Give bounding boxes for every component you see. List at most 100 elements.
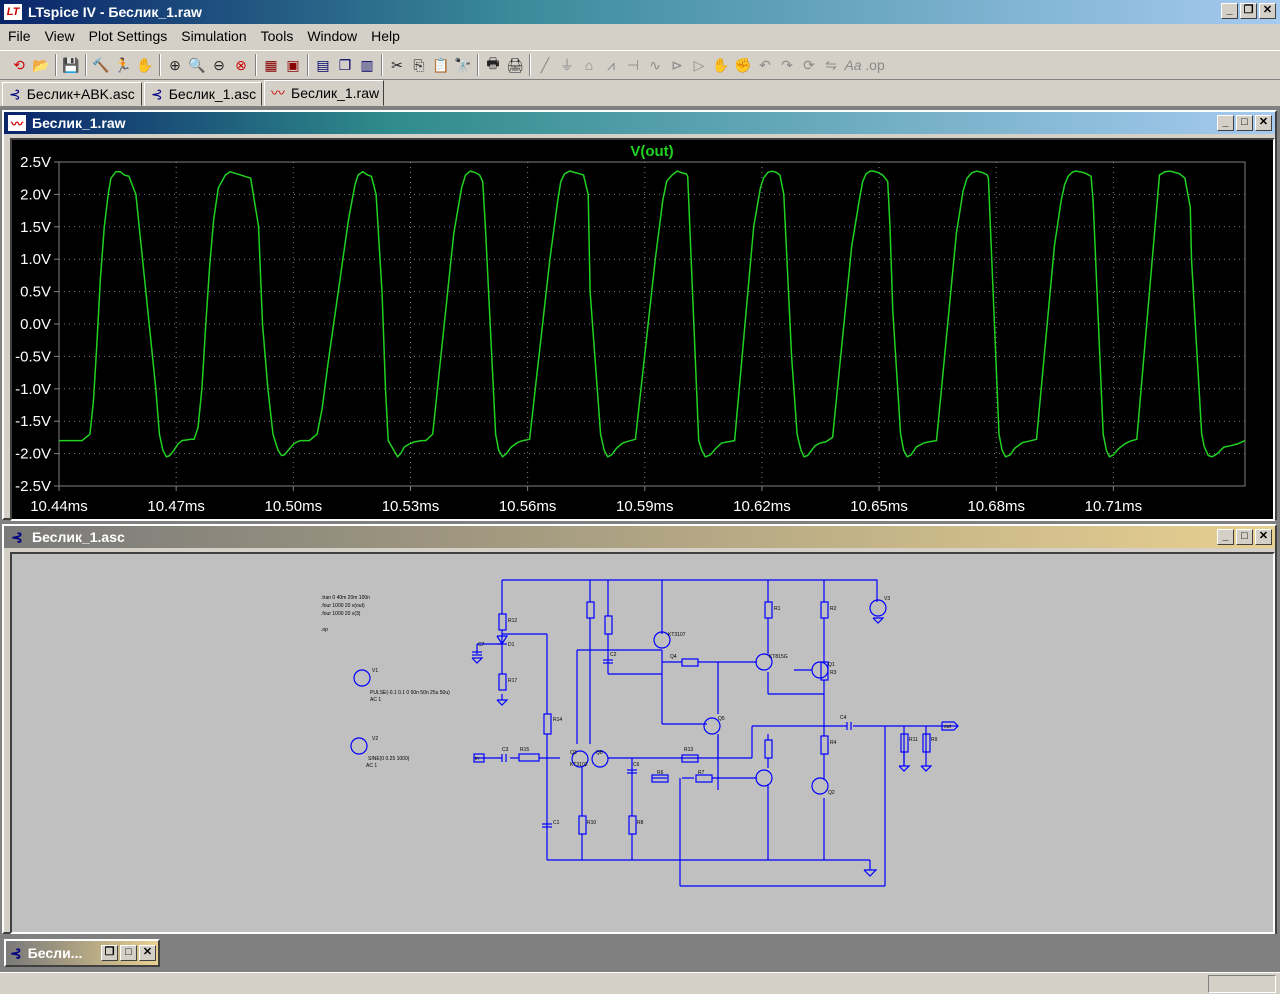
ltspice-app-icon[interactable]: LT [4,4,22,20]
waveform-plot-pane[interactable]: 2.5V 2.0V 1.5V 1.0V 0.5V 0.0V -0.5V -1.0V -1.5V -… [10,138,1275,521]
menu-tools[interactable]: Tools [260,28,294,44]
print-setup-icon[interactable]: 🖶 [486,55,500,71]
y-tick-label[interactable]: -1.5V [15,413,51,430]
x-tick-label[interactable]: 10.68ms [967,498,1025,515]
x-tick-label[interactable]: 10.65ms [850,498,908,515]
wire-icon[interactable]: ╱ [540,56,550,73]
schematic-canvas[interactable]: .tran 0 40m 20m 100n .four 1000 20 v(out… [10,552,1275,934]
cascade-icon[interactable]: ❐ [338,56,352,73]
sim-directive-op[interactable]: .op [321,627,328,633]
mirror-icon[interactable]: ⇋ [825,56,837,73]
restore-app-button[interactable]: ❐ [1240,3,1257,19]
minimized-close-button[interactable]: ✕ [139,945,156,961]
pan-icon[interactable]: ✋ [136,56,154,73]
x-tick-label[interactable]: 10.62ms [733,498,791,515]
resistor-icon[interactable]: ⩘ [607,56,615,73]
menu-view[interactable]: View [44,28,75,44]
component-icon[interactable]: ▷ [693,56,705,73]
x-tick-label[interactable]: 10.44ms [30,498,88,515]
tab-waveform-raw[interactable]: 〰 Беслик_1.raw [264,80,384,106]
y-tick-label[interactable]: -1.0V [15,381,51,398]
menu-simulation[interactable]: Simulation [181,28,247,44]
tab-schematic-1[interactable]: ⊰ Беслик_1.asc [144,82,262,106]
save-icon[interactable]: 💾 [62,56,80,73]
minimize-app-button[interactable]: _ [1221,3,1238,19]
waveform-maximize-button[interactable]: □ [1236,115,1253,131]
waveform-plot[interactable]: 2.5V 2.0V 1.5V 1.0V 0.5V 0.0V -0.5V -1.0V -1.5V -… [12,140,1273,519]
run-simulation-icon[interactable]: 🏃 [114,56,132,73]
trace-label[interactable]: V(out) [630,143,673,160]
ground-icon[interactable]: ⏚ [560,57,574,73]
rotate-icon[interactable]: ⟳ [803,56,815,73]
label-net-icon[interactable]: ⌂ [584,57,594,73]
y-tick-label[interactable]: 1.5V [20,219,51,236]
cut-icon[interactable]: ✂ [391,56,403,73]
open-file-icon[interactable]: 📂 [32,56,50,73]
fit-icon[interactable]: ▣ [286,56,300,73]
schematic-window-title-bar[interactable]: ⊰ Беслик_1.asc _ □ ✕ [4,526,1275,548]
x-tick-label[interactable]: 10.53ms [382,498,440,515]
schematic-maximize-button[interactable]: □ [1236,529,1253,545]
move-icon[interactable]: ✋ [712,56,730,73]
control-panel-icon[interactable]: 🔨 [92,56,110,73]
tile-vertical-icon[interactable]: ▥ [360,56,374,73]
menu-plot-settings[interactable]: Plot Settings [88,28,168,44]
minimized-restore-button[interactable]: ❐ [101,945,118,961]
capacitor-icon[interactable]: ⊣ [626,56,640,73]
zoom-out-icon[interactable]: ⊖ [213,56,225,73]
sim-directive-four-out[interactable]: .four 1000 20 v(out) [321,603,365,609]
schematic-drawing[interactable]: .tran 0 40m 20m 100n .four 1000 20 v(out… [12,554,1273,932]
print-icon[interactable]: 🖨 [506,56,524,73]
sim-directive-tran[interactable]: .tran 0 40m 20m 100n [321,595,370,601]
autorange-icon[interactable]: ▦ [264,56,278,73]
x-tick-label[interactable]: 10.50ms [265,498,323,515]
trace-v-out[interactable] [59,170,1246,459]
zoom-in-icon[interactable]: ⊕ [169,56,181,73]
y-tick-label[interactable]: -2.5V [15,478,51,495]
zoom-cancel-icon[interactable]: ⊗ [235,56,247,73]
minimized-maximize-button[interactable]: □ [120,945,137,961]
label-in[interactable]: in [475,756,479,762]
menu-help[interactable]: Help [371,28,400,44]
drag-icon[interactable]: ✊ [734,56,752,73]
y-tick-label[interactable]: 0.0V [20,316,51,333]
x-tick-label[interactable]: 10.59ms [616,498,674,515]
y-tick-label[interactable]: -0.5V [15,348,51,365]
waveform-minimize-button[interactable]: _ [1217,115,1234,131]
zoom-area-icon[interactable]: 🔍 [188,56,206,73]
x-tick-label[interactable]: 10.71ms [1085,498,1143,515]
y-tick-label[interactable]: 2.5V [20,154,51,171]
paste-icon[interactable]: 📋 [432,56,450,73]
find-icon[interactable]: 🔭 [454,56,472,73]
label-v1-ac: AC 1 [370,697,381,703]
x-tick-label[interactable]: 10.47ms [147,498,205,515]
y-tick-label[interactable]: 0.5V [20,284,51,301]
spice-directive-icon[interactable]: .op [865,57,885,73]
minimized-window[interactable]: ⊰ Бесли... ❐ □ ✕ [4,939,160,967]
schematic-close-button[interactable]: ✕ [1255,529,1272,545]
y-tick-label[interactable]: 2.0V [20,186,51,203]
x-tick-label[interactable]: 10.56ms [499,498,557,515]
tab-schematic-abk[interactable]: ⊰ Беслик+ABK.asc [2,82,142,106]
schematic-minimize-button[interactable]: _ [1217,529,1234,545]
schematic-window-title: Беслик_1.asc [32,529,125,545]
close-app-button[interactable]: ✕ [1259,3,1276,19]
label-out[interactable]: out [944,724,952,730]
waveform-window-title-bar[interactable]: 〰 Беслик_1.raw _ □ ✕ [4,112,1275,134]
tile-horizontal-icon[interactable]: ▤ [316,56,330,73]
menu-window[interactable]: Window [307,28,358,44]
y-tick-label[interactable]: 1.0V [20,251,51,268]
label-r12: R12 [508,618,517,624]
waveform-close-button[interactable]: ✕ [1255,115,1272,131]
sim-directive-four-3[interactable]: .four 1000 20 v(3) [321,611,361,617]
tab-label: Беслик+ABK.asc [26,86,135,102]
text-icon[interactable]: Aa [844,57,862,73]
y-tick-label[interactable]: -2.0V [15,446,51,463]
inductor-icon[interactable]: ∿ [649,56,661,73]
copy-icon[interactable]: ⎘ [413,56,425,73]
open-schematic-icon[interactable]: ⟲ [13,56,25,73]
redo-icon[interactable]: ↷ [781,56,793,73]
undo-icon[interactable]: ↶ [759,56,771,73]
diode-icon[interactable]: ⊳ [671,56,683,73]
menu-file[interactable]: File [8,28,31,44]
